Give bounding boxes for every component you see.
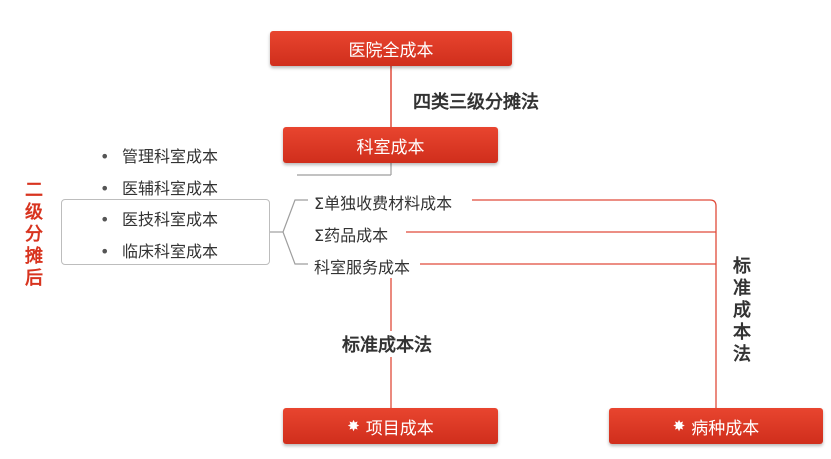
star-icon: ✸ bbox=[672, 417, 686, 435]
department-type-list: 管理科室成本 医辅科室成本 医技科室成本 临床科室成本 bbox=[100, 141, 218, 267]
hospital-total-cost-label: 医院全成本 bbox=[348, 41, 434, 61]
hospital-total-cost-box: 医院全成本 bbox=[270, 31, 512, 66]
department-type-clinical: 临床科室成本 bbox=[100, 236, 218, 268]
cost-items-bracket bbox=[282, 199, 308, 265]
project-cost-box: ✸ 项目成本 bbox=[283, 408, 498, 444]
department-type-management: 管理科室成本 bbox=[100, 141, 218, 173]
method-four-class-three-level: 四类三级分摊法 bbox=[413, 92, 539, 113]
method-standard-cost-right: 标准成本法 bbox=[732, 256, 752, 366]
department-type-technical: 医技科室成本 bbox=[100, 204, 218, 236]
method-standard-cost-bottom: 标准成本法 bbox=[340, 331, 434, 357]
cost-item-material: Σ单独收费材料成本 bbox=[312, 190, 455, 214]
star-icon: ✸ bbox=[347, 417, 360, 435]
department-cost-label: 科室成本 bbox=[356, 137, 425, 158]
disease-cost-box: ✸ 病种成本 bbox=[609, 408, 823, 444]
disease-cost-label: 病种成本 bbox=[691, 418, 760, 439]
cost-item-department-service: 科室服务成本 bbox=[312, 254, 413, 278]
project-cost-label: 项目成本 bbox=[365, 418, 434, 439]
method-second-level-allocation: 二级分摊后 bbox=[25, 180, 43, 289]
cost-item-drug: Σ药品成本 bbox=[312, 222, 391, 246]
medtech-clinical-group-frame bbox=[61, 199, 270, 265]
department-cost-box: 科室成本 bbox=[283, 127, 498, 163]
connector-material-cost-corner bbox=[709, 199, 717, 408]
department-type-auxiliary: 医辅科室成本 bbox=[100, 173, 218, 205]
